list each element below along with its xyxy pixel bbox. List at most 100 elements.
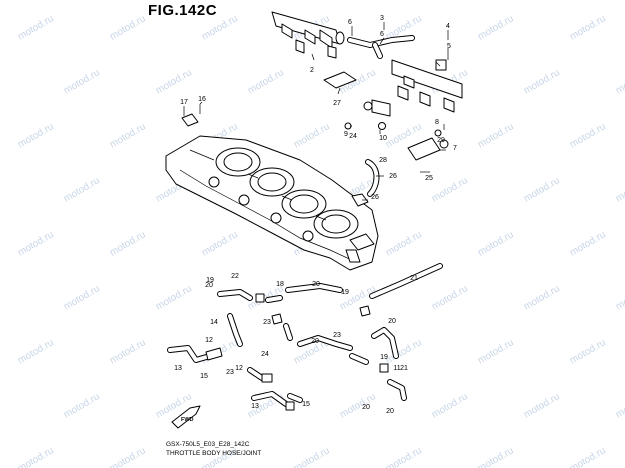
part-callout-25: 25 [425,175,433,182]
part-callout-10: 10 [379,135,387,142]
throttle-hose-27 [365,159,380,197]
watermark-text: motod.ru [62,175,102,204]
part-callout-7: 7 [453,145,457,152]
watermark-text: motod.ru [154,67,194,96]
part-callout-26: 26 [371,194,379,201]
watermark-text: motod.ru [338,391,378,420]
part-callout-13: 13 [174,365,182,372]
watermark-text: motod.ru [522,283,562,312]
part-callout-24: 24 [261,351,269,358]
watermark-text: motod.ru [568,13,608,42]
part-callout-6: 6 [348,19,352,26]
part-callout-29: 29 [437,137,445,144]
footer-name: THROTTLE BODY HOSE/JOINT [166,450,262,457]
watermark-text: motod.ru [108,229,148,258]
watermark-text: motod.ru [430,283,470,312]
watermark-text: motod.ru [200,13,240,42]
watermark-text: motod.ru [522,67,562,96]
watermark-text: motod.ru [614,391,625,420]
sensor-28 [351,193,369,207]
part-callout-27: 27 [333,100,341,107]
fuel-pipe [347,35,415,59]
watermark-text: motod.ru [108,13,148,42]
part-callout-12: 12 [205,337,213,344]
watermark-text: motod.ru [200,229,240,258]
part-callout-12: 12 [235,365,243,372]
watermark-text: motod.ru [154,283,194,312]
watermark-text: motod.ru [16,229,56,258]
footer-code: GSX-750L5_E03_E28_142C [166,441,250,448]
part-callout-3: 3 [380,15,384,22]
watermark-text: motod.ru [568,445,608,468]
part-callout-20: 20 [386,408,394,415]
vacuum-hoses [167,263,443,407]
part-callout-26: 26 [389,173,397,180]
watermark-text: motod.ru [62,391,102,420]
part-callout-15: 15 [200,373,208,380]
part-callout-14: 14 [210,319,218,326]
part-callout-20: 20 [312,281,320,288]
watermark-text: motod.ru [16,337,56,366]
part-callout-20: 20 [205,282,213,289]
part-callout-13: 13 [251,403,259,410]
part-callout-17: 17 [180,99,188,106]
part-callout-11: 11 [393,365,400,372]
watermark-text: motod.ru [522,175,562,204]
watermark-text: motod.ru [384,229,424,258]
part-callout-23: 23 [263,319,271,326]
part-callout-6: 6 [380,31,384,38]
figure-title: FIG.142C [148,2,218,19]
watermark-text: motod.ru [476,13,516,42]
part-callouts: 2345667891012131314151516171819191920202… [174,15,457,415]
part-callout-15: 15 [302,401,310,408]
part-callout-16: 16 [198,96,206,103]
watermark-text: motod.ru [246,67,286,96]
part-callout-21: 21 [400,365,408,372]
part-callout-5: 5 [447,43,451,50]
watermark-text: motod.ru [16,445,56,468]
part-callout-19: 19 [341,289,349,296]
watermark-text: motod.ru [384,445,424,468]
watermark-text: motod.ru [614,175,625,204]
watermark-text: motod.ru [430,391,470,420]
injector-seals [344,48,449,137]
part-callout-19: 19 [380,354,388,361]
watermark-text: motod.ru [522,391,562,420]
part-callout-18: 18 [276,281,284,288]
leader-lines [183,22,449,201]
watermark-text: motod.ru [614,283,625,312]
watermark-text: motod.ru [568,229,608,258]
watermark-text: motod.ru [476,121,516,150]
watermark-text: motod.ru [108,445,148,468]
watermark-text: motod.ru [62,67,102,96]
part-callout-20: 20 [362,404,370,411]
watermark-text: motod.ru [476,337,516,366]
part-callout-20: 20 [311,338,319,345]
watermark-text: motod.ru [568,337,608,366]
part-callout-22: 22 [231,273,239,280]
watermark-text: motod.ru [16,121,56,150]
watermark-text: motod.ru [16,13,56,42]
part-callout-23: 23 [226,369,234,376]
part-callout-21: 21 [410,275,418,282]
part-callout-20: 20 [388,318,396,325]
hose-clip [181,71,357,127]
watermark-text: motod.ru [430,175,470,204]
watermark-text: motod.ru [292,121,332,150]
throttle-body [165,135,379,271]
lower-fuel-rail [391,59,463,113]
hose-joints [205,293,389,411]
watermark-text: motod.ru [108,337,148,366]
part-callout-28: 28 [379,157,387,164]
watermark-text: motod.ru [614,67,625,96]
fwd-arrow: FWD [171,405,201,429]
watermark-text: motod.ru [292,445,332,468]
watermark-text: motod.ru [62,283,102,312]
part-callout-2: 2 [310,67,314,74]
part-callout-24: 24 [349,133,357,140]
upper-fuel-rail [271,11,345,59]
part-callout-4: 4 [446,23,450,30]
part-callout-23: 23 [333,332,341,339]
fwd-label: FWD [181,417,194,423]
